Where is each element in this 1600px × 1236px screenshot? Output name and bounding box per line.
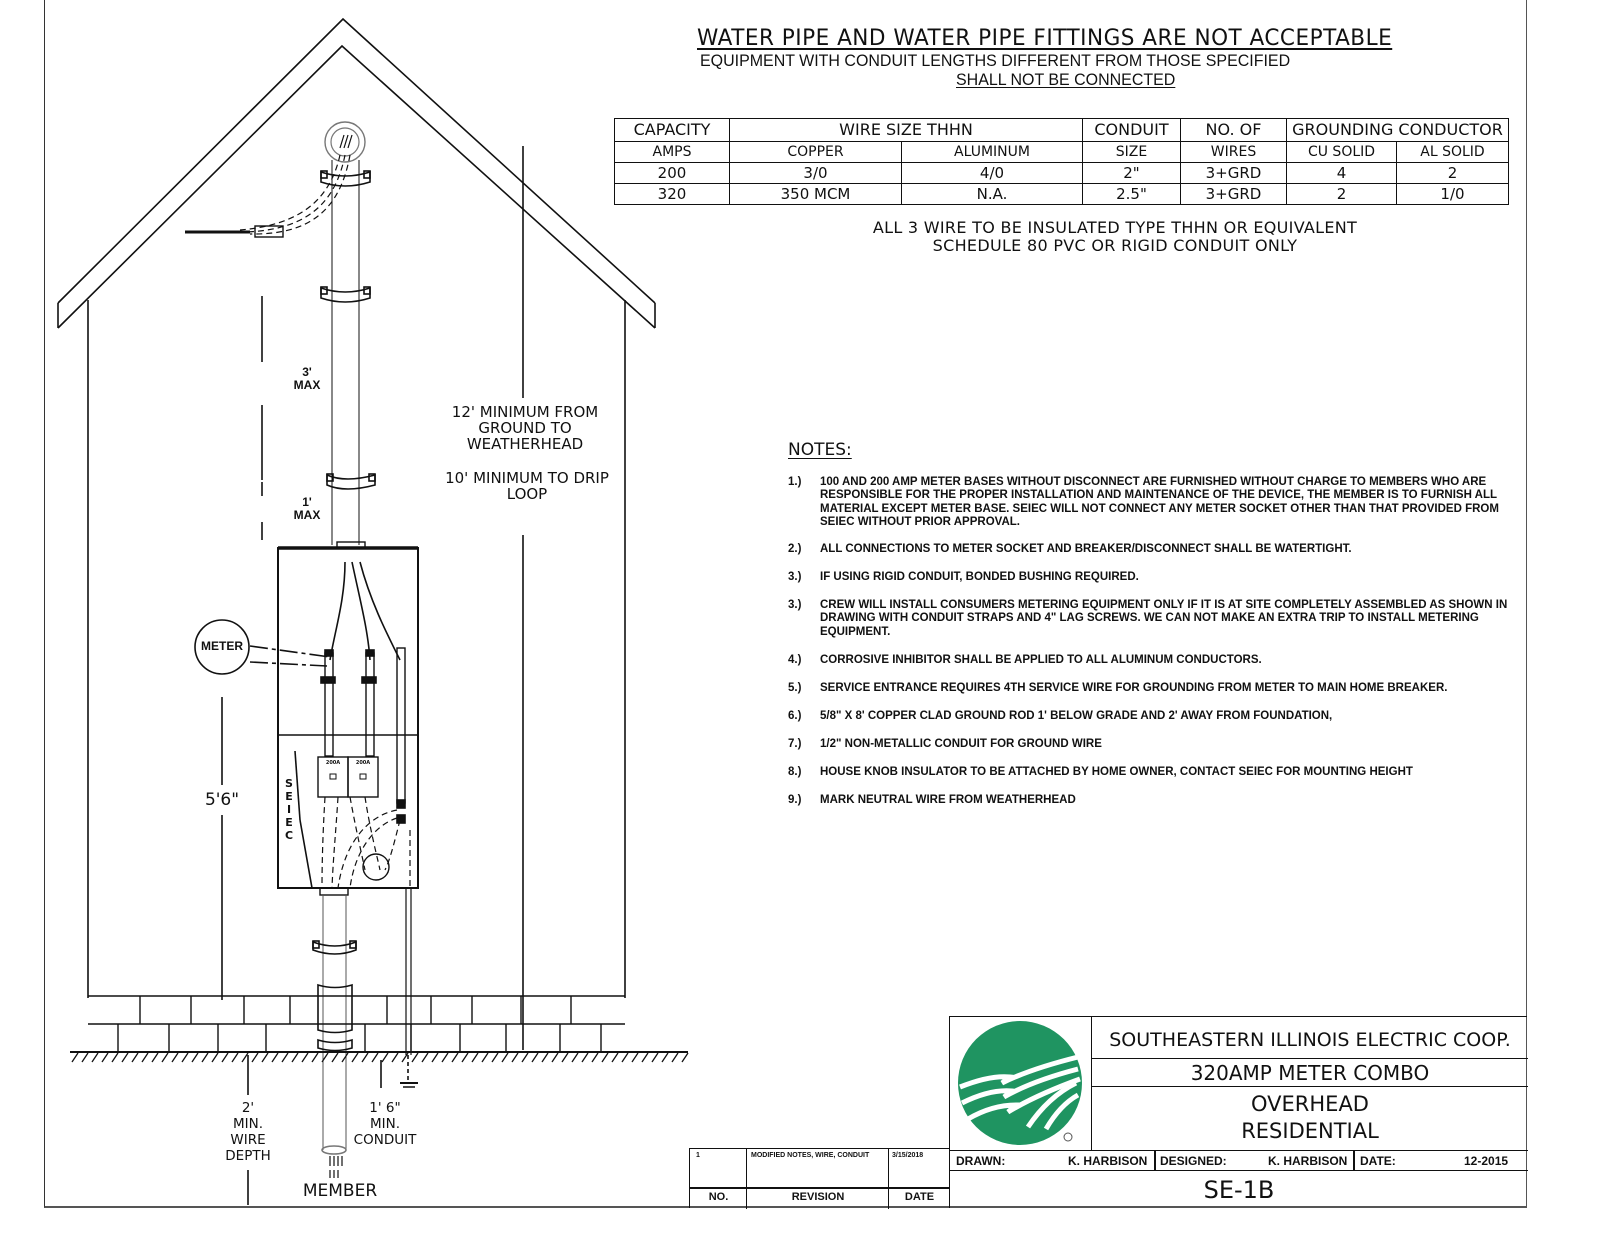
revision-header: REVISION xyxy=(791,1191,845,1203)
revision-date: 3/15/2018 xyxy=(892,1152,924,1159)
warning-title: WATER PIPE AND WATER PIPE FITTINGS ARE N… xyxy=(697,26,1393,51)
breaker-rating: 200A xyxy=(355,760,371,766)
revision-no-header: NO. xyxy=(708,1191,729,1203)
col-wire-size: WIRE SIZE THHN xyxy=(729,118,1083,142)
roof-inner xyxy=(57,44,656,329)
meter-callout xyxy=(194,619,250,675)
drip-loop-clearance-label: 10' MINIMUM TO DRIP LOOP xyxy=(445,469,609,503)
sub-size: SIZE xyxy=(1082,141,1181,163)
title-block: SOUTHEASTERN ILLINOIS ELECTRIC COOP. 320… xyxy=(949,1016,1528,1208)
designed-label: DESIGNED: xyxy=(1160,1154,1227,1168)
meter-label: METER xyxy=(201,639,243,653)
col-no-of: NO. OF xyxy=(1180,118,1287,142)
conduit-strap xyxy=(320,170,371,187)
conduit-depth-label: 1' 6"MIN.CONDUIT xyxy=(353,1100,417,1148)
revision-description: MODIFIED NOTES, WIRE, CONDUIT xyxy=(751,1152,870,1159)
notes-title: NOTES: xyxy=(788,440,852,460)
revision-no: 1 xyxy=(696,1152,700,1159)
sub-copper: COPPER xyxy=(729,141,902,163)
roof-outer xyxy=(57,17,656,304)
weatherhead-clearance-label: 12' MINIMUM FROM GROUND TO WEATHERHEAD xyxy=(451,403,599,453)
revision-date-header: DATE xyxy=(904,1191,935,1203)
col-conduit: CONDUIT xyxy=(1082,118,1181,142)
breaker-rating: 200A xyxy=(325,760,341,766)
revision-block: 1 MODIFIED NOTES, WIRE, CONDUIT 3/15/201… xyxy=(689,1148,950,1209)
drawing-border xyxy=(44,0,1527,1208)
conduit-note: SCHEDULE 80 PVC OR RIGID CONDUIT ONLY xyxy=(932,236,1298,255)
table-row: 200 3/0 4/0 2" 3+GRD 4 2 xyxy=(614,162,1509,184)
dim-1ft-max: 1'MAX xyxy=(293,495,321,522)
company-name: SOUTHEASTERN ILLINOIS ELECTRIC COOP. xyxy=(1092,1017,1528,1059)
dim-3ft-max: 3'MAX xyxy=(293,365,321,392)
drawing-info-row: DRAWN: K. HARBISON DESIGNED: K. HARBISON… xyxy=(950,1150,1528,1171)
drawing-number: SE-1B xyxy=(1203,1176,1275,1204)
wire-spec-table: CAPACITY WIRE SIZE THHN CONDUIT NO. OF G… xyxy=(614,118,1509,205)
sub-al-solid: AL SOLID xyxy=(1396,141,1509,163)
warning-line-3: SHALL NOT BE CONNECTED xyxy=(956,70,1176,89)
meter-height-label: 5'6" xyxy=(204,790,240,810)
insulation-note: ALL 3 WIRE TO BE INSULATED TYPE THHN OR … xyxy=(872,218,1358,237)
col-grounding: GROUNDING CONDUCTOR xyxy=(1286,118,1509,142)
drawn-label: DRAWN: xyxy=(956,1154,1006,1168)
date-label: DATE: xyxy=(1360,1154,1396,1168)
coop-logo-icon xyxy=(958,1021,1082,1145)
sub-cu-solid: CU SOLID xyxy=(1286,141,1397,163)
coop-logo xyxy=(950,1017,1092,1150)
col-capacity: CAPACITY xyxy=(614,118,730,142)
member-label: MEMBER xyxy=(302,1181,378,1201)
sub-wires: WIRES xyxy=(1180,141,1287,163)
sub-amps: AMPS xyxy=(614,141,730,163)
drawing-subtitle: OVERHEAD RESIDENTIAL xyxy=(1241,1092,1379,1143)
warning-line-2: EQUIPMENT WITH CONDUIT LENGTHS DIFFERENT… xyxy=(700,51,1291,70)
table-row: 320 350 MCM N.A. 2.5" 3+GRD 2 1/0 xyxy=(614,183,1509,205)
drawing-date: 12-2015 xyxy=(1464,1154,1509,1168)
drawing-title: 320AMP METER COMBO xyxy=(1092,1059,1528,1087)
sub-aluminum: ALUMINUM xyxy=(901,141,1083,163)
designed-by: K. HARBISON xyxy=(1268,1154,1348,1168)
drawn-by: K. HARBISON xyxy=(1068,1154,1148,1168)
